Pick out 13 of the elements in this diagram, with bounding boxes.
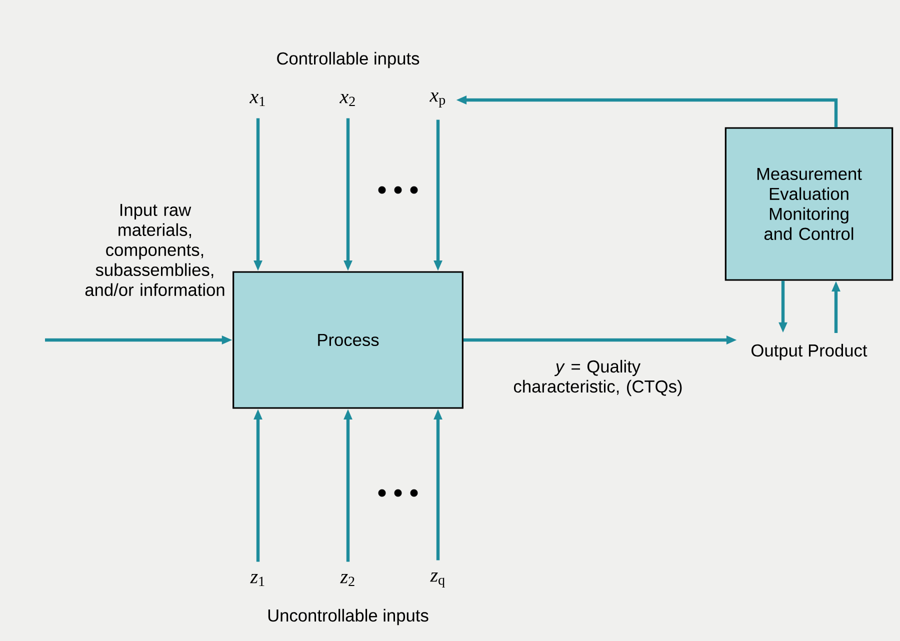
- process-box: Process: [232, 271, 464, 409]
- group-label: Controllable inputs: [277, 52, 420, 68]
- variable-label: z$_{q}$: [430, 572, 445, 588]
- edge-label: y = Quality characteristic, (CTQs): [514, 360, 682, 396]
- variable-label: z$_{1}$: [250, 574, 264, 586]
- group-label: Uncontrollable inputs: [268, 608, 428, 626]
- variable-label: x$_{1}$: [249, 94, 265, 106]
- control-box: Measurement Evaluation Monitoring and Control: [724, 127, 894, 281]
- output-label: Output Product: [752, 344, 868, 360]
- variable-label: x$_{p}$: [429, 92, 446, 108]
- variable-label: x$_{2}$: [339, 94, 355, 106]
- edge-label: Input raw materials, components, subassemblies, and/or information: [85, 204, 224, 296]
- variable-label: z$_{2}$: [340, 574, 354, 586]
